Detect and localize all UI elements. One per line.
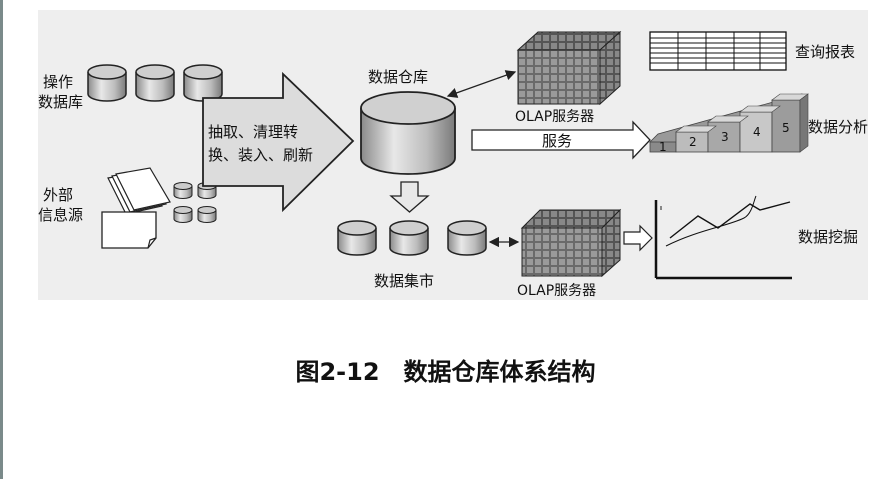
olap-cube-icon bbox=[520, 208, 622, 278]
small-database-icon bbox=[173, 206, 193, 223]
report-table-icon bbox=[649, 31, 787, 71]
small-database-icon bbox=[197, 206, 217, 223]
document-stack-icon bbox=[107, 167, 171, 215]
data-analysis-label: 数据分析 bbox=[808, 118, 868, 136]
data-mart-label: 数据集市 bbox=[374, 272, 434, 290]
query-report-label: 查询报表 bbox=[795, 43, 855, 61]
etl-label-line1: 抽取、清理转 bbox=[208, 123, 298, 141]
data-mart-icons bbox=[337, 220, 487, 256]
figure-caption: 图2-12 数据仓库体系结构 bbox=[295, 358, 596, 386]
database-icon bbox=[389, 220, 429, 256]
operational-database-icons bbox=[87, 64, 223, 102]
external-source-label-line2: 信息源 bbox=[38, 206, 83, 224]
architecture-figure: 操作 数据库 外部 信息源 抽取、清理转 换、装入、刷新 数据仓库 bbox=[38, 10, 868, 300]
olap-server-top-label: OLAP服务器 bbox=[515, 109, 594, 125]
database-icon bbox=[183, 64, 223, 102]
stair-number: 2 bbox=[689, 135, 697, 149]
stair-number: 1 bbox=[659, 140, 667, 154]
etl-arrow bbox=[202, 71, 355, 213]
data-mining-chart-icon bbox=[654, 195, 792, 280]
architecture-diagram: 操作 数据库 外部 信息源 抽取、清理转 换、装入、刷新 数据仓库 bbox=[38, 30, 868, 299]
database-icon bbox=[337, 220, 377, 256]
down-arrow bbox=[389, 181, 430, 213]
small-database-icon bbox=[173, 182, 193, 199]
warehouse-olap-arrow bbox=[446, 70, 517, 98]
database-icon bbox=[447, 220, 487, 256]
mining-arrow bbox=[623, 224, 653, 252]
etl-label-line2: 换、装入、刷新 bbox=[208, 146, 313, 164]
operational-db-label-line2: 数据库 bbox=[38, 93, 83, 111]
database-icon bbox=[87, 64, 127, 102]
stair-number: 3 bbox=[721, 130, 729, 144]
stair-number: 5 bbox=[782, 121, 790, 135]
service-label: 服务 bbox=[542, 132, 572, 150]
external-source-label-line1: 外部 bbox=[43, 186, 73, 204]
small-database-icons bbox=[173, 182, 217, 223]
data-warehouse-label: 数据仓库 bbox=[368, 68, 428, 86]
stair-number: 4 bbox=[753, 125, 761, 139]
operational-db-label-line1: 操作 bbox=[43, 73, 73, 91]
olap-cube-icon bbox=[516, 30, 622, 106]
window-left-edge bbox=[0, 0, 3, 479]
database-icon bbox=[135, 64, 175, 102]
document-icon bbox=[101, 211, 157, 249]
analysis-staircase-icon bbox=[649, 93, 809, 153]
olap-server-bottom-label: OLAP服务器 bbox=[517, 283, 596, 299]
service-arrow bbox=[471, 120, 651, 160]
data-warehouse-icon bbox=[360, 91, 456, 175]
data-mining-label: 数据挖掘 bbox=[798, 228, 858, 246]
